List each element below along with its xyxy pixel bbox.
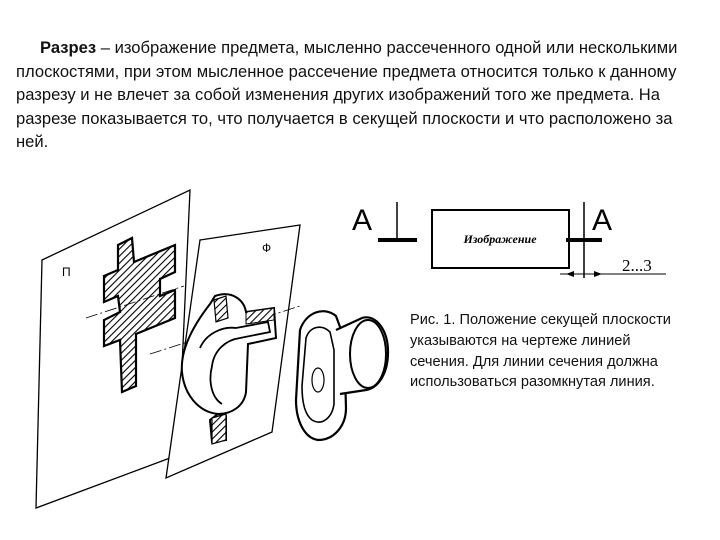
dimension-label: 2...3 [622, 256, 652, 275]
cut-part-flange-hatch-top [213, 295, 229, 323]
image-box [431, 209, 570, 269]
dimension-arrow-right [594, 271, 602, 277]
plane-p [35, 188, 191, 509]
image-box-label: Изображение [462, 232, 537, 246]
whole-part-bore [311, 367, 325, 393]
definition-text: – изображение предмета, мысленно рассече… [16, 38, 678, 152]
section-letter-right: А [592, 204, 612, 237]
cut-part-flange-hatch-bottom [211, 413, 227, 445]
definition-term: Разрез [40, 38, 97, 57]
dimension-arrow-left [566, 271, 574, 277]
whole-part-flange-inner [301, 326, 335, 423]
plane-label-f: Ф [262, 241, 271, 255]
cut-part-bore [199, 320, 272, 405]
definition-paragraph: Разрез – изображение предмета, мысленно … [16, 36, 706, 154]
section-letter-left: А [352, 204, 372, 237]
whole-part-cylinder-end [349, 319, 387, 389]
cut-part-hub-hatch [245, 307, 275, 325]
figure-caption: Рис. 1. Положение секущей плоскости указ… [410, 312, 671, 391]
section-cross-hatched [102, 236, 177, 394]
axis-line-p [85, 285, 185, 319]
plane-label-p: П [62, 265, 71, 279]
